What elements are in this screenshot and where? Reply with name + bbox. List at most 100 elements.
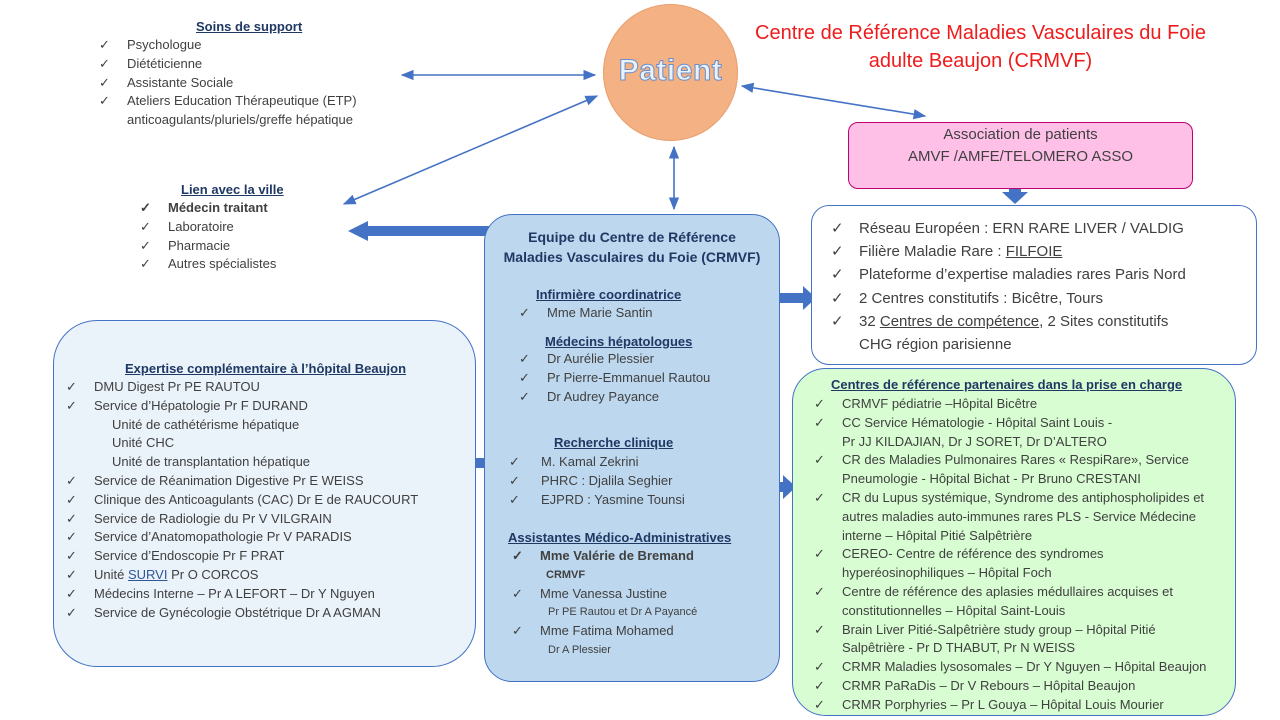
medecin-name: Dr Audrey Payance bbox=[519, 388, 710, 407]
survi-link[interactable]: SURVI bbox=[127, 566, 168, 582]
reseau-item-continued: CHG région parisienne bbox=[859, 336, 1012, 354]
competence-prefix: 32 bbox=[859, 312, 880, 330]
partenaire-item-continued: Salpêtrière - Pr D THABUT, Pr N WEISS bbox=[842, 640, 1076, 656]
partenaire-item-continued: Pr JJ KILDAJIAN, Dr J SORET, Dr D’ALTERO bbox=[842, 433, 1107, 449]
expertise-item: Service de Radiologie du Pr V VILGRAIN bbox=[66, 510, 418, 529]
equipe-title-2: Maladies Vasculaires du Foie (CRMVF) bbox=[503, 249, 761, 265]
ville-item: Laboratoire bbox=[140, 218, 276, 237]
title-line-2: adulte Beaujon (CRMVF) bbox=[868, 50, 1093, 72]
partenaire-item-continued: interne – Hôpital Pitié Salpêtrière bbox=[842, 527, 1033, 543]
partenaires-list: CRMVF pédiatrie –Hôpital BicêtreCC Servi… bbox=[814, 395, 1206, 715]
ville-item: Pharmacie bbox=[140, 237, 276, 256]
block-arrow-equipe-reseau bbox=[763, 286, 816, 310]
filiere-label: Filière Maladie Rare : bbox=[859, 243, 1006, 261]
block-arrow-equipe-ville bbox=[348, 221, 490, 241]
soins-heading: Soins de support bbox=[196, 19, 303, 34]
assistante-name: Mme Fatima Mohamed bbox=[512, 622, 697, 641]
infirmiere-heading: Infirmière coordinatrice bbox=[536, 287, 682, 302]
soins-list: Psychologue Diététicienne Assistante Soc… bbox=[99, 36, 357, 130]
ville-item: Autres spécialistes bbox=[140, 255, 276, 274]
title-line-1: Centre de Référence Maladies Vasculaires… bbox=[755, 22, 1206, 44]
competence-suffix: , 2 Sites constitutifs bbox=[1039, 312, 1169, 330]
partenaire-item: Brain Liver Pitié-Salpêtrière study grou… bbox=[814, 621, 1206, 640]
expertise-item: Médecins Interne – Pr A LEFORT – Dr Y Ng… bbox=[66, 585, 418, 604]
equipe-title: Equipe du Centre de Référence Maladies V… bbox=[485, 227, 779, 267]
reseau-box: Réseau Européen : ERN RARE LIVER / VALDI… bbox=[811, 205, 1257, 365]
partenaire-item-continued: constitutionnelles – Hôpital Saint-Louis bbox=[842, 602, 1066, 618]
centres-competence-link[interactable]: Centres de compétence bbox=[879, 312, 1040, 330]
recherche-name: EJPRD : Yasmine Tounsi bbox=[509, 491, 685, 510]
infirmiere-name: Mme Marie Santin bbox=[519, 304, 652, 323]
reseau-item: 2 Centres constitutifs : Bicêtre, Tours bbox=[831, 287, 1186, 310]
soins-item: Assistante Sociale bbox=[99, 74, 357, 93]
association-names: AMVF /AMFE/TELOMERO ASSO bbox=[907, 148, 1134, 165]
partenaire-item: CRMVF pédiatrie –Hôpital Bicêtre bbox=[814, 395, 1206, 414]
recherche-heading: Recherche clinique bbox=[554, 435, 674, 450]
expertise-item: Service d’Anatomopathologie Pr V PARADIS bbox=[66, 528, 418, 547]
medecin-name: Pr Pierre-Emmanuel Rautou bbox=[519, 369, 710, 388]
filfoie-link[interactable]: FILFOIE bbox=[1005, 243, 1063, 261]
partenaire-item-continued: autres maladies auto-immunes rares PLS -… bbox=[842, 508, 1197, 524]
page-title: Centre de Référence Maladies Vasculaires… bbox=[728, 19, 1233, 75]
expertise-subitem: Unité de transplantation hépatique bbox=[112, 454, 311, 470]
block-arrow-expertise-equipe bbox=[452, 451, 505, 475]
equipe-title-1: Equipe du Centre de Référence bbox=[528, 229, 736, 245]
partenaire-item: CR du Lupus systémique, Syndrome des ant… bbox=[814, 489, 1206, 508]
patient-label: Patient bbox=[618, 54, 723, 88]
soins-item: Ateliers Education Thérapeutique (ETP) bbox=[99, 92, 357, 111]
association-title: Association de patients bbox=[943, 126, 1098, 143]
reseau-list: Réseau Européen : ERN RARE LIVER / VALDI… bbox=[831, 217, 1186, 356]
soins-item: Psychologue bbox=[99, 36, 357, 55]
expertise-item: Clinique des Anticoagulants (CAC) Dr E d… bbox=[66, 491, 418, 510]
reseau-item: Filière Maladie Rare : FILFOIE bbox=[831, 240, 1186, 263]
assistante-name: Mme Valérie de Bremand bbox=[512, 547, 697, 566]
expertise-item: DMU Digest Pr PE RAUTOU bbox=[66, 378, 418, 397]
medecins-list: Dr Aurélie Plessier Pr Pierre-Emmanuel R… bbox=[519, 350, 710, 406]
soins-item: Diététicienne bbox=[99, 55, 357, 74]
reseau-item: 32 Centres de compétence, 2 Sites consti… bbox=[831, 310, 1186, 333]
partenaire-item: CRMR Porphyries – Pr L Gouya – Hôpital L… bbox=[814, 696, 1206, 715]
assistante-detail: Pr PE Rautou et Dr A Payancé bbox=[548, 606, 698, 619]
assistantes-heading: Assistantes Médico-Administratives bbox=[508, 530, 732, 545]
assistante-detail: CRMVF bbox=[546, 568, 586, 581]
expertise-item: Service d’Hépatologie Pr F DURAND bbox=[66, 397, 418, 416]
partenaire-item: CC Service Hématologie - Hôpital Saint L… bbox=[814, 414, 1206, 433]
association-box: Association de patients AMVF /AMFE/TELOM… bbox=[848, 122, 1193, 189]
survi-prefix: Unité bbox=[94, 566, 128, 582]
partenaire-item-continued: Pneumologie - Hôpital Bichat - Pr Bruno … bbox=[842, 471, 1141, 487]
partenaire-item: CEREO- Centre de référence des syndromes bbox=[814, 545, 1206, 564]
reseau-item: Plateforme d’expertise maladies rares Pa… bbox=[831, 263, 1186, 286]
partenaire-item: Centre de référence des aplasies médulla… bbox=[814, 583, 1206, 602]
expertise-item: Unité SURVI Pr O CORCOS bbox=[66, 566, 418, 585]
assistantes-list: Mme Valérie de Bremand CRMVF Mme Vanessa… bbox=[512, 547, 697, 660]
expertise-item: Service de Gynécologie Obstétrique Dr A … bbox=[66, 604, 418, 623]
assistante-name: Mme Vanessa Justine bbox=[512, 585, 697, 604]
survi-suffix: Pr O CORCOS bbox=[167, 566, 259, 582]
partenaires-heading: Centres de référence partenaires dans la… bbox=[831, 377, 1183, 392]
assistante-detail: Dr A Plessier bbox=[548, 643, 611, 656]
ville-list: Médecin traitant Laboratoire Pharmacie A… bbox=[140, 199, 276, 274]
ville-item: Médecin traitant bbox=[140, 199, 276, 218]
partenaire-item: CRMR PaRaDis – Dr V Rebours – Hôpital Be… bbox=[814, 677, 1206, 696]
ville-heading: Lien avec la ville bbox=[181, 182, 284, 197]
reseau-item: Réseau Européen : ERN RARE LIVER / VALDI… bbox=[831, 217, 1186, 240]
expertise-subitem: Unité de cathétérisme hépatique bbox=[112, 416, 300, 432]
medecins-heading: Médecins hépatologues bbox=[545, 334, 693, 349]
equipe-box: Equipe du Centre de Référence Maladies V… bbox=[484, 214, 780, 682]
expertise-item: Service de Réanimation Digestive Pr E WE… bbox=[66, 472, 418, 491]
patient-circle: Patient bbox=[603, 4, 738, 141]
arrow-patient-association bbox=[740, 82, 927, 120]
soins-item-continued: anticoagulants/pluriels/greffe hépatique bbox=[127, 112, 353, 128]
arrow-patient-ville bbox=[342, 95, 599, 205]
partenaire-item-continued: hyperéosinophiliques – Hôpital Foch bbox=[842, 565, 1052, 581]
partenaires-box: Centres de référence partenaires dans la… bbox=[792, 368, 1236, 716]
recherche-name: PHRC : Djalila Seghier bbox=[509, 472, 685, 491]
recherche-name: M. Kamal Zekrini bbox=[509, 453, 685, 472]
partenaire-item: CR des Maladies Pulmonaires Rares « Resp… bbox=[814, 451, 1206, 470]
expertise-item: Service d’Endoscopie Pr F PRAT bbox=[66, 547, 418, 566]
expertise-subitem: Unité CHC bbox=[112, 435, 175, 451]
infirmiere-list: Mme Marie Santin bbox=[519, 304, 652, 323]
medecin-name: Dr Aurélie Plessier bbox=[519, 350, 710, 369]
expertise-heading: Expertise complémentaire à l’hôpital Bea… bbox=[125, 361, 407, 376]
expertise-box: Expertise complémentaire à l’hôpital Bea… bbox=[53, 320, 476, 667]
